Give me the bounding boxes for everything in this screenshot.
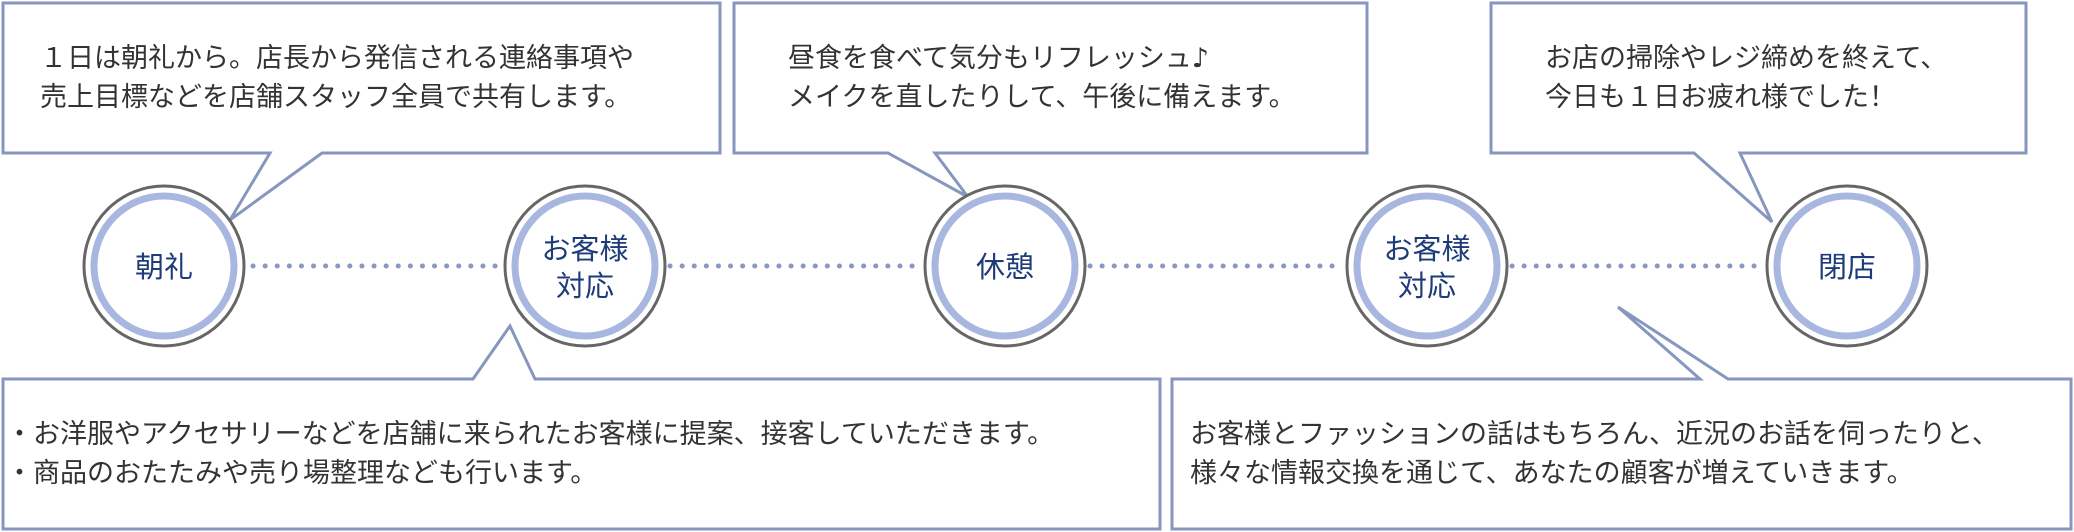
bubble-closing: お店の掃除やレジ締めを終えて、 今日も１日お疲れ様でした！	[1489, 1, 2028, 224]
bubble-closing-line-2: 今日も１日お疲れ様でした！	[1545, 82, 1896, 113]
stage-node-customer-service-1: お客様 対応	[503, 184, 667, 348]
stage-label-customer-service-1-line-1: お客様	[541, 232, 628, 266]
node-4-ring	[1353, 192, 1501, 340]
stage-node-closing: 閉店	[1765, 184, 1929, 348]
stage-node-break: 休憩	[923, 184, 1087, 348]
bubble-morning-shape	[1, 1, 722, 222]
bubble-service-1-shape	[1, 323, 1162, 531]
stage-label-customer-service-1-line-2: 対応	[556, 269, 614, 303]
bubble-service-2-line-1: お客様とファッションの話はもちろん、近況のお話を伺ったりと、	[1190, 419, 1999, 450]
bubble-service-2: お客様とファッションの話はもちろん、近況のお話を伺ったりと、 様々な情報交換を通…	[1170, 305, 2073, 531]
bubble-service-2-line-2: 様々な情報交換を通じて、あなたの顧客が増えていきます。	[1190, 458, 1914, 489]
bubble-closing-shape	[1489, 1, 2028, 224]
stage-node-customer-service-2: お客様 対応	[1345, 184, 1509, 348]
bubble-closing-line-1: お店の掃除やレジ締めを終えて、	[1545, 43, 1947, 74]
bubble-service-2-shape	[1170, 305, 2073, 531]
bubble-service-1-line-2: ・商品のおたたみや売り場整理なども行います。	[6, 458, 597, 489]
bubble-break-line-1: 昼食を食べて気分もリフレッシュ♪	[788, 43, 1209, 74]
stage-label-customer-service-2-line-2: 対応	[1398, 269, 1456, 303]
bubble-morning-line-2: 売上目標などを店舗スタッフ全員で共有します。	[40, 82, 631, 113]
bubble-break-shape	[732, 1, 1369, 199]
bubble-break-line-2: メイクを直したりして、午後に備えます。	[788, 82, 1296, 113]
node-5-ring	[1773, 192, 1921, 340]
bubble-service-1: ・お洋服やアクセサリーなどを店舗に来られたお客様に提案、接客していただきます。 …	[1, 323, 1162, 531]
bubble-break: 昼食を食べて気分もリフレッシュ♪ メイクを直したりして、午後に備えます。	[732, 1, 1369, 199]
stage-label-customer-service-2-line-1: お客様	[1383, 232, 1470, 266]
node-1-ring	[90, 192, 238, 340]
stage-label-morning-meeting: 朝礼	[135, 250, 193, 284]
stage-label-break: 休憩	[976, 250, 1034, 284]
bubble-morning: １日は朝礼から。店長から発信される連絡事項や 売上目標などを店舗スタッフ全員で共…	[1, 1, 722, 222]
node-2-ring	[511, 192, 659, 340]
bubble-morning-line-1: １日は朝礼から。店長から発信される連絡事項や	[40, 43, 634, 74]
stage-node-morning-meeting: 朝礼	[82, 184, 246, 348]
stage-label-closing: 閉店	[1818, 250, 1876, 284]
node-3-ring	[931, 192, 1079, 340]
bubble-service-1-line-1: ・お洋服やアクセサリーなどを店舗に来られたお客様に提案、接客していただきます。	[6, 419, 1054, 450]
